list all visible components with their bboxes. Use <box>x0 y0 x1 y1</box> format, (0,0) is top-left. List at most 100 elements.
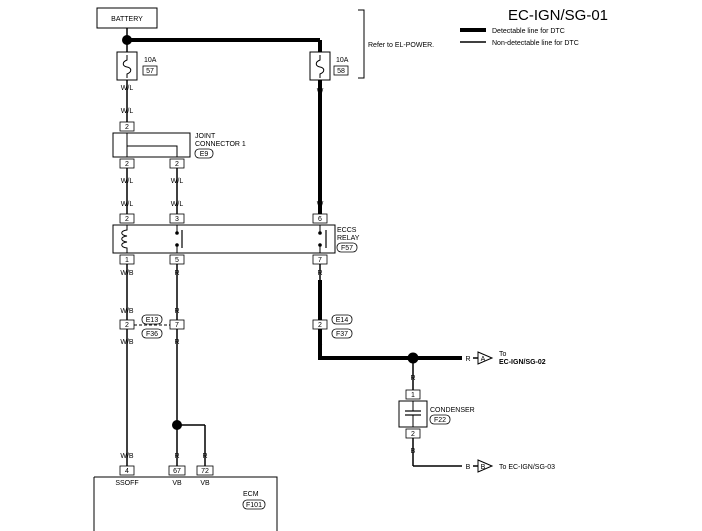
fuse-58-number-box <box>333 65 349 76</box>
wire-label-b-1: B <box>411 448 416 455</box>
ecm: 4 67 72 SSOFF VB VB ECM F101 <box>93 465 278 531</box>
relay-pin-2: 2 <box>125 216 129 223</box>
connector-e14-f37: 2 E14 F37 <box>312 314 353 339</box>
wire-label-b-2: B <box>466 464 471 471</box>
condenser-pin-1: 1 <box>411 392 415 399</box>
ecm-pin-67-box <box>168 465 186 476</box>
e13-pin-7: 7 <box>175 322 179 329</box>
relay-id-box <box>336 242 358 253</box>
jc-pin-top: 2 <box>125 124 129 131</box>
condenser-pin-2: 2 <box>411 431 415 438</box>
fuse-57-amp: 10A <box>144 57 157 64</box>
jc-body <box>112 132 191 158</box>
fuse-58-amp: 10A <box>336 57 349 64</box>
fuse-57-link <box>122 55 132 78</box>
condenser-name: CONDENSER <box>430 407 475 414</box>
condenser-id-box <box>429 414 451 425</box>
condenser: 1 2 CONDENSER F22 <box>398 389 475 439</box>
ecm-pin-label-vb-2: VB <box>200 480 210 487</box>
wire-label-r-8: R <box>465 356 470 363</box>
relay-pin-5: 5 <box>175 257 179 264</box>
eccs-relay: 2 3 6 1 5 7 ECCS RELAY F57 <box>112 213 360 265</box>
relay-pin-7: 7 <box>318 257 322 264</box>
relay-pin-6: 6 <box>318 216 322 223</box>
wire-label-wb-4: W/B <box>120 453 134 460</box>
ecm-pin-label-vb-1: VB <box>172 480 182 487</box>
ecm-pin-72: 72 <box>201 468 209 475</box>
jc-id-box <box>194 148 214 159</box>
wire-label-wl-2: W/L <box>121 108 134 115</box>
e13-pin-2: 2 <box>125 322 129 329</box>
wire-label-w-2: W <box>317 201 324 208</box>
condenser-pin-1-box <box>405 389 421 400</box>
legend-thick-text: Detectable line for DTC <box>492 28 565 35</box>
offpage-a-line1: To <box>499 351 507 358</box>
wire-label-r-3: R <box>174 308 179 315</box>
e14-pin: 2 <box>318 322 322 329</box>
wire-label-wl-4: W/L <box>171 178 184 185</box>
fuse-58-number: 58 <box>337 68 345 75</box>
relay-name-2: RELAY <box>337 235 360 242</box>
ecm-id-box <box>242 499 266 510</box>
relay-pin-3-box <box>169 213 185 224</box>
ecm-body <box>93 476 278 531</box>
wire-label-wl-3: W/L <box>121 178 134 185</box>
jc-pin-top-box <box>119 121 135 132</box>
relay-id: F57 <box>341 245 353 252</box>
offpage-a-line2: EC-IGN/SG-02 <box>499 359 546 366</box>
wire-label-r-5: R <box>174 453 179 460</box>
ecm-name: ECM <box>243 491 259 498</box>
wire-label-w-1: W <box>317 88 324 95</box>
wire-label-r-9: R <box>410 375 415 382</box>
fuse-57-number-box <box>142 65 158 76</box>
e14-id-box <box>331 314 353 325</box>
ecm-pin-4-box <box>119 465 135 476</box>
relay-pin-2-box <box>119 213 135 224</box>
wire-label-r-4: R <box>174 339 179 346</box>
offpage-a-letter: A <box>481 356 486 363</box>
connector-e13-f36: 2 7 E13 F36 <box>119 314 185 339</box>
offpage-b-line1: To EC-IGN/SG-03 <box>499 464 555 471</box>
jc-pin-bl: 2 <box>125 161 129 168</box>
refer-bracket <box>358 9 365 79</box>
relay-coil-icon <box>121 225 128 253</box>
wire-label-r-6: R <box>202 453 207 460</box>
wire-label-r-7: R <box>317 340 322 347</box>
relay-contact-b-node-top <box>318 231 322 235</box>
jc-name-2: CONNECTOR 1 <box>195 141 246 148</box>
e13-id-box <box>141 314 163 325</box>
wire-label-wb-2: W/B <box>120 308 134 315</box>
ecm-pin-67: 67 <box>173 468 181 475</box>
relay-pin-3: 3 <box>175 216 179 223</box>
e13-id: E13 <box>146 317 159 324</box>
ecm-id: F101 <box>246 502 262 509</box>
wire-label-wl-6: W/L <box>171 201 184 208</box>
offpage-b: B To EC-IGN/SG-03 <box>477 459 555 473</box>
ecm-pin-label-ssoff: SSOFF <box>115 480 138 487</box>
ecm-pin-72-box <box>196 465 214 476</box>
condenser-id: F22 <box>434 417 446 424</box>
relay-pin-1: 1 <box>125 257 129 264</box>
wire-label-wl-1: W/L <box>121 85 134 92</box>
wire-label-wl-5: W/L <box>121 201 134 208</box>
wire-label-wb-3: W/B <box>120 339 134 346</box>
f36-id: F36 <box>146 331 158 338</box>
fuse-57: 10A 57 <box>116 51 158 81</box>
f37-id: F37 <box>336 331 348 338</box>
wire-label-wb-1: W/B <box>120 270 134 277</box>
relay-name-1: ECCS <box>337 227 357 234</box>
offpage-a-arrow <box>477 351 494 365</box>
jc-id: E9 <box>200 151 209 158</box>
diagram-title: EC-IGN/SG-01 <box>508 7 608 24</box>
relay-body <box>112 224 336 254</box>
battery-label: BATTERY <box>111 16 143 23</box>
jc-name-1: JOINT <box>195 133 216 140</box>
offpage-b-letter: B <box>481 464 486 471</box>
jc-pin-br: 2 <box>175 161 179 168</box>
wire-label-r-2: R <box>317 270 322 277</box>
offpage-b-arrow <box>477 459 494 473</box>
offpage-a: A To EC-IGN/SG-02 <box>477 351 546 366</box>
fuse-58-link <box>315 55 325 78</box>
refer-note: Refer to EL-POWER. <box>368 42 434 49</box>
